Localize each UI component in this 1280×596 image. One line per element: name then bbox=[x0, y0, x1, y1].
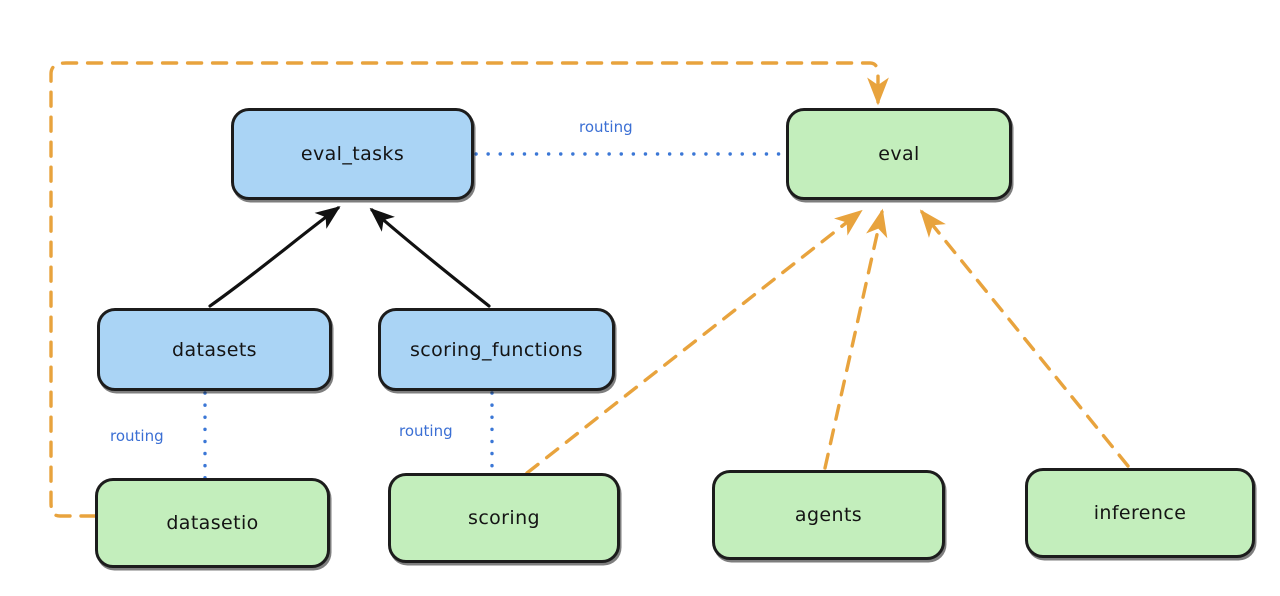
node-label: eval bbox=[878, 143, 920, 165]
edge-datasets-to-eval_tasks bbox=[208, 206, 341, 308]
node-label: agents bbox=[794, 504, 863, 526]
node-eval_tasks[interactable]: eval_tasks bbox=[231, 108, 474, 200]
node-datasets[interactable]: datasets bbox=[97, 308, 332, 391]
node-datasetio[interactable]: datasetio bbox=[95, 478, 330, 568]
node-agents[interactable]: agents bbox=[712, 470, 945, 560]
node-label: scoring bbox=[468, 507, 540, 529]
edge-inference-to-eval bbox=[919, 209, 1130, 468]
node-scoring_functions[interactable]: scoring_functions bbox=[378, 308, 615, 391]
edge-agents-to-eval bbox=[823, 208, 888, 470]
node-label: datasets bbox=[172, 338, 257, 361]
edge-scoring_functions-to-eval_tasks bbox=[369, 207, 491, 308]
node-scoring[interactable]: scoring bbox=[388, 473, 620, 563]
edge-scoring-to-eval bbox=[525, 209, 863, 475]
node-label: datasetio bbox=[166, 512, 259, 534]
node-label: eval_tasks bbox=[300, 143, 405, 165]
node-label: inference bbox=[1093, 502, 1187, 524]
node-label: scoring_functions bbox=[410, 338, 583, 361]
node-eval[interactable]: eval bbox=[786, 108, 1012, 200]
node-inference[interactable]: inference bbox=[1025, 468, 1255, 558]
